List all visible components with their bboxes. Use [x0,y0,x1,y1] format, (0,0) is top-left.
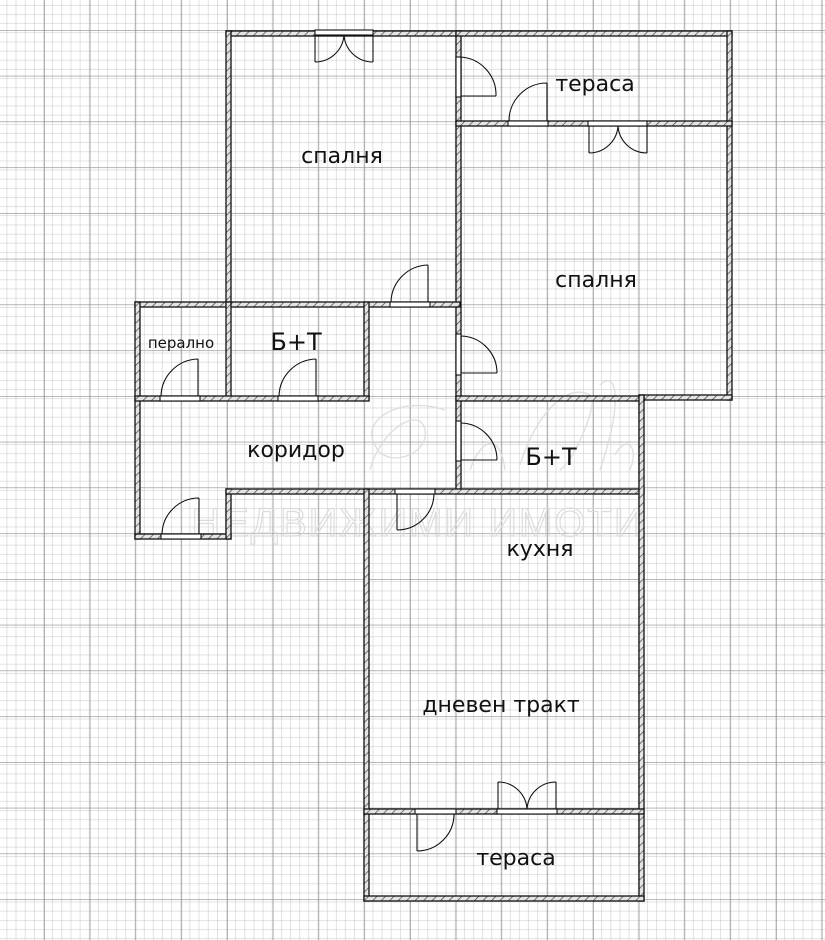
wall [455,395,645,402]
doors [159,29,648,852]
door-hall-bedroom1 [389,264,431,308]
double-door-living [496,781,558,815]
watermark-script-logo [369,380,634,471]
wall [363,488,370,902]
double-door-bedroom2 [587,120,648,154]
wall [134,395,370,402]
door-bath2 [455,420,498,462]
wall [726,30,733,401]
label-bath-1: Б+Т [270,328,322,356]
door-entrance [160,497,202,540]
label-terrace-bottom: тераса [476,846,555,871]
label-living: дневен тракт [422,693,580,718]
door-terrace-bottom [414,808,457,852]
door-terrace-bedroom2 [507,82,549,127]
watermark-text: НЕДВИЖИМИ ИМОТИ [191,501,644,545]
wall [225,30,232,307]
label-corridor: коридор [247,438,345,463]
watermark: НЕДВИЖИМИ ИМОТИ [191,380,644,546]
label-bedroom-1: спалня [301,144,383,169]
door-bath1 [277,358,319,402]
wall [225,488,232,540]
wall [363,895,645,902]
wall [638,394,645,902]
label-bath-2: Б+Т [525,443,577,471]
wall [225,301,232,401]
room-labels: спалня тераса спалня перално Б+Т коридор… [148,72,637,871]
door-laundry [159,358,201,402]
wall [134,301,141,540]
wall [363,301,370,401]
door-bedroom1-terrace [455,56,497,98]
wall [638,394,733,401]
wall [455,30,733,37]
door-kitchen [394,488,436,531]
door-hall-bedroom2 [455,333,498,376]
label-terrace-top: тераса [555,72,634,97]
label-kitchen: кухня [507,537,574,562]
label-bedroom-2: спалня [555,268,637,293]
double-door-bedroom1 [314,29,374,63]
label-laundry: перално [148,334,214,352]
